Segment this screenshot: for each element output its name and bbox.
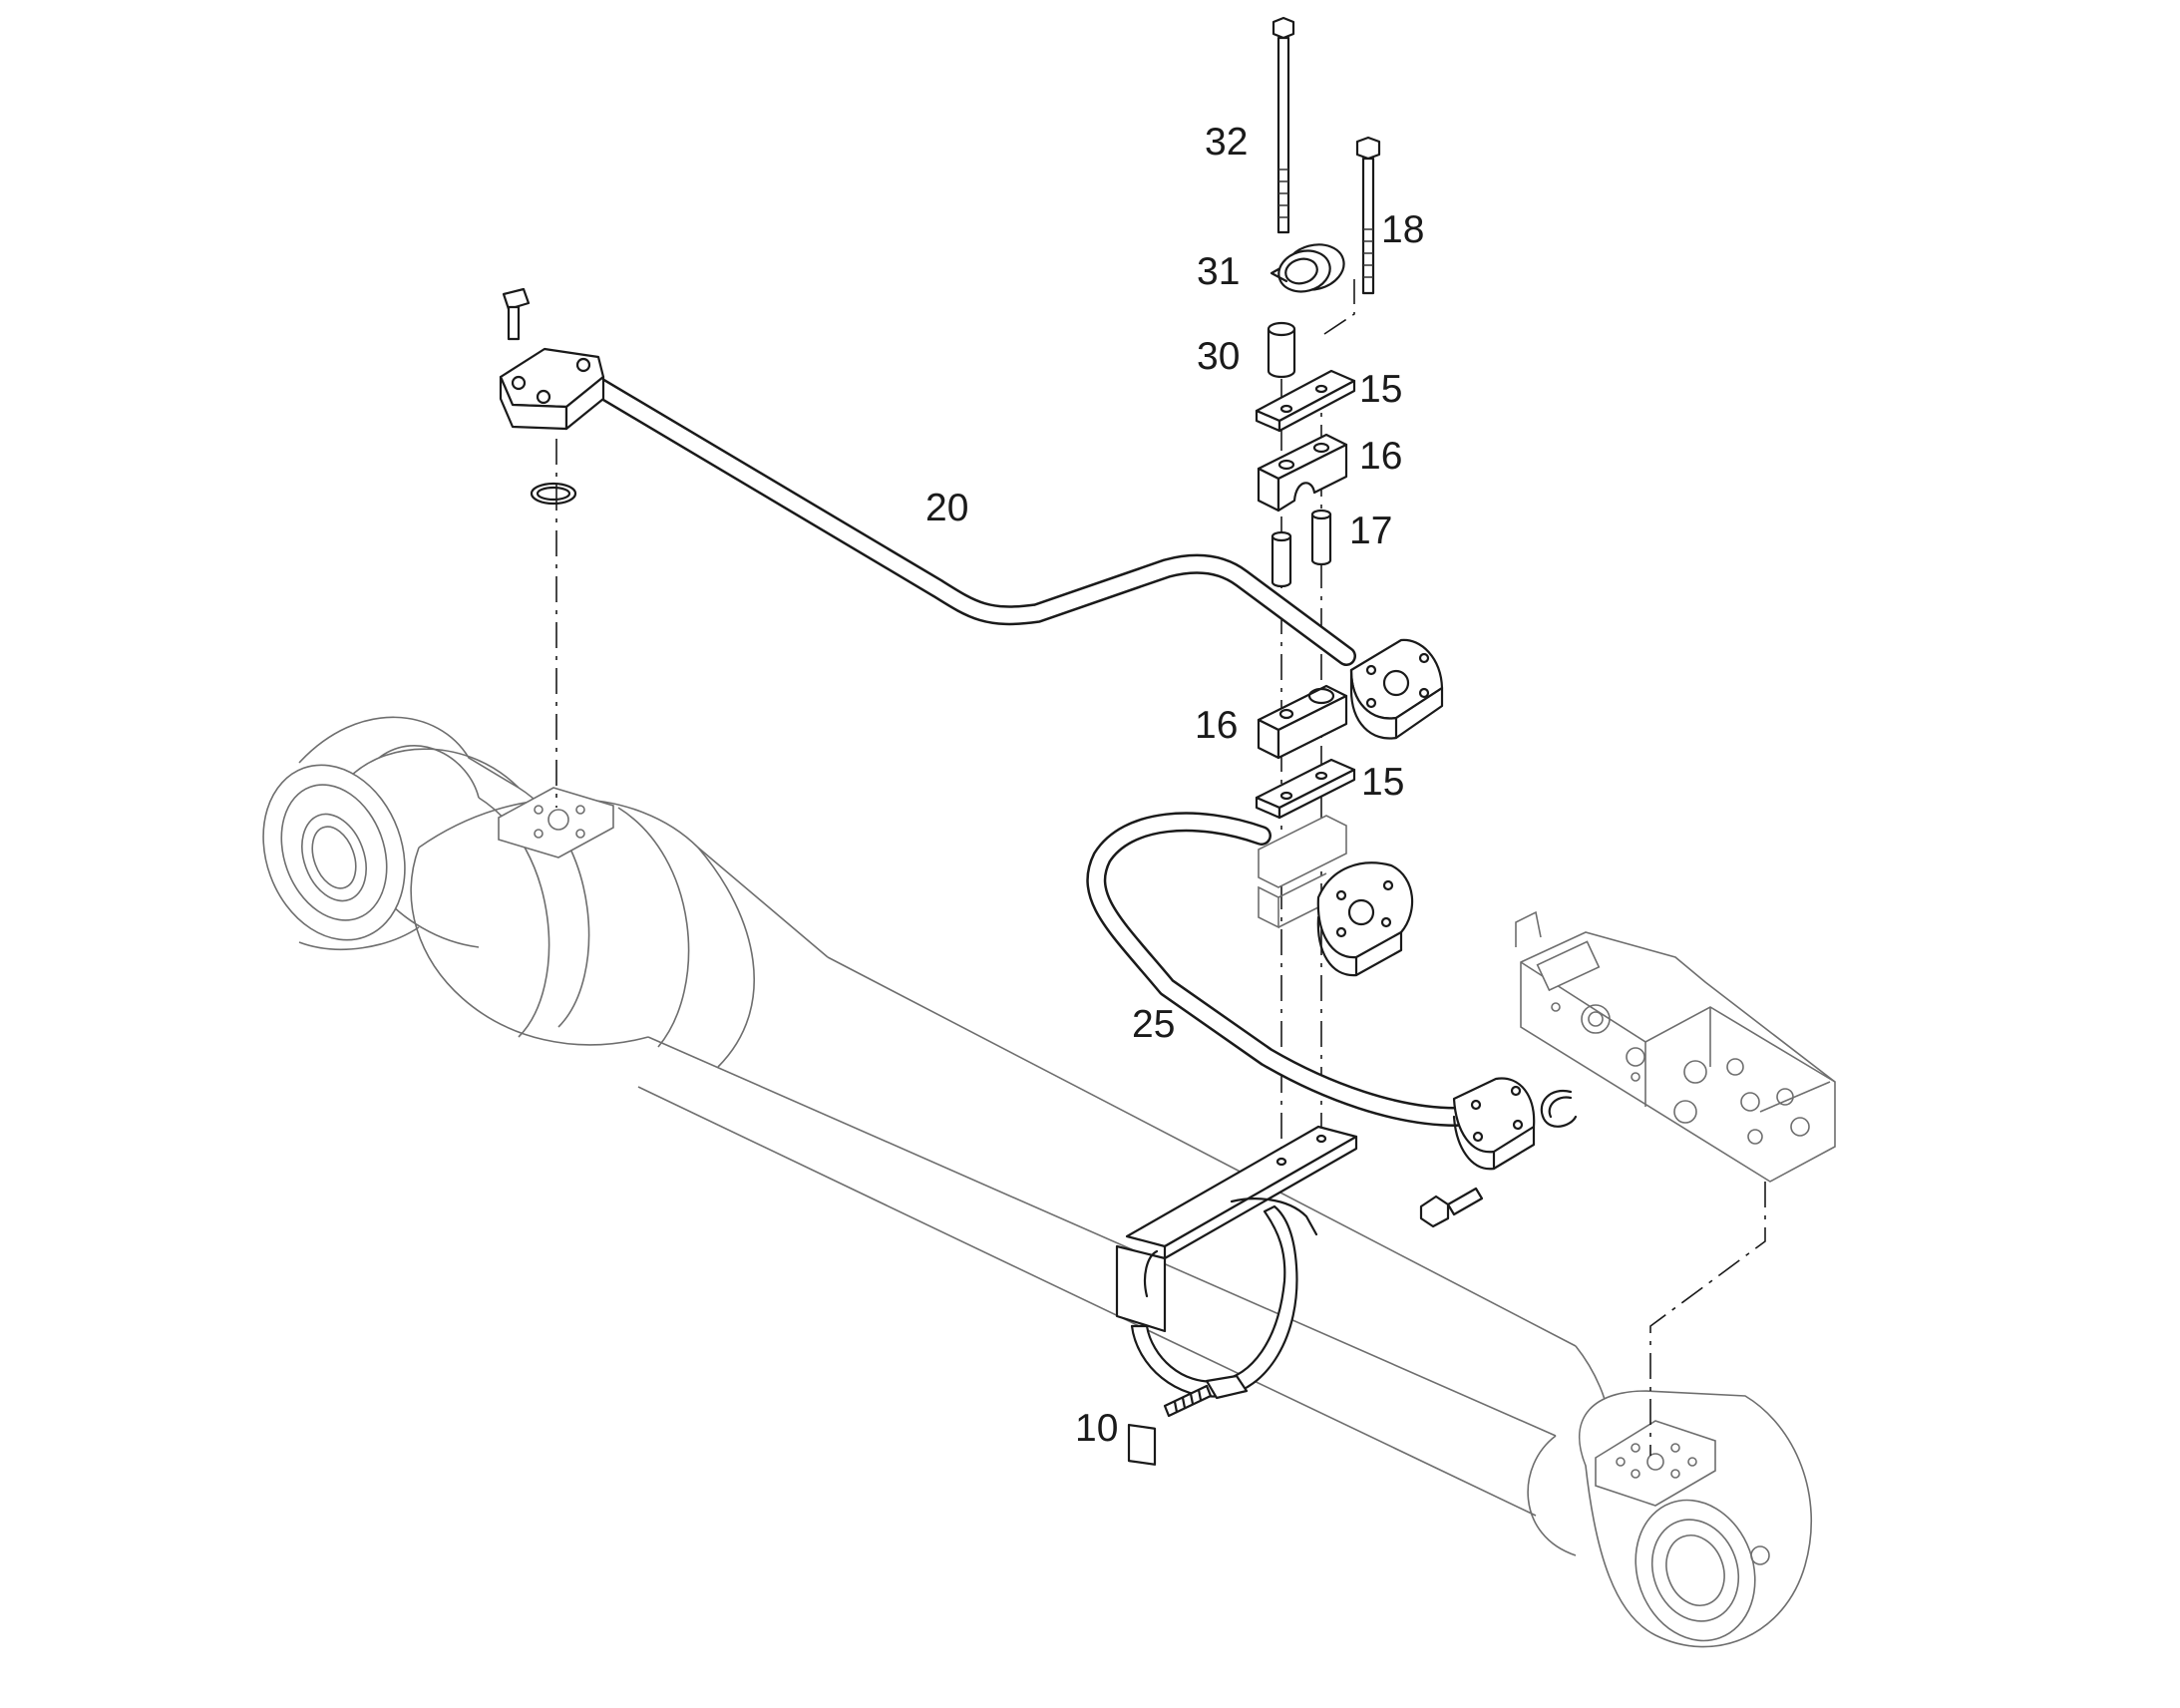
screw-right — [1419, 1187, 1484, 1228]
callout-16-lower: 16 — [1195, 704, 1238, 747]
callout-17: 17 — [1349, 510, 1392, 552]
bolt-32 — [1272, 16, 1295, 234]
front-head — [1527, 1345, 1813, 1648]
spacer-sleeve-30 — [1267, 321, 1296, 379]
clamp-half-16-upper — [1257, 433, 1348, 512]
pipe-20 — [499, 347, 1444, 740]
callout-15-lower: 15 — [1361, 761, 1404, 804]
valve-block — [1515, 910, 1836, 1183]
callout-25: 25 — [1132, 1003, 1175, 1046]
callout-15-upper: 15 — [1359, 368, 1402, 411]
callout-31: 31 — [1197, 250, 1240, 293]
clamp-half-16-lower — [1257, 684, 1348, 760]
bolt-18 — [1355, 136, 1381, 295]
snap-ring — [1540, 1089, 1578, 1128]
callout-20: 20 — [925, 487, 968, 529]
strap-clamp-10 — [1115, 1125, 1358, 1466]
pipe-25 — [1086, 812, 1536, 1171]
callout-32: 32 — [1205, 121, 1248, 164]
grommet-31 — [1270, 243, 1345, 293]
o-ring-left — [530, 482, 577, 506]
screw-left — [502, 287, 531, 341]
callout-18: 18 — [1381, 208, 1424, 251]
callout-30: 30 — [1197, 335, 1240, 378]
callout-16-upper: 16 — [1359, 435, 1402, 478]
callout-labels: 32 18 31 30 15 16 17 20 16 15 25 10 — [925, 121, 1424, 1450]
callout-10: 10 — [1075, 1407, 1118, 1450]
rear-mounting-flange — [498, 787, 614, 858]
rear-eye-bearing — [262, 716, 520, 951]
hydraulic-cylinder — [262, 716, 1813, 1648]
dowel-pins-17 — [1271, 509, 1332, 588]
clamp-plate-15-upper — [1255, 369, 1356, 433]
clamp-plate-15-lower — [1255, 758, 1356, 820]
